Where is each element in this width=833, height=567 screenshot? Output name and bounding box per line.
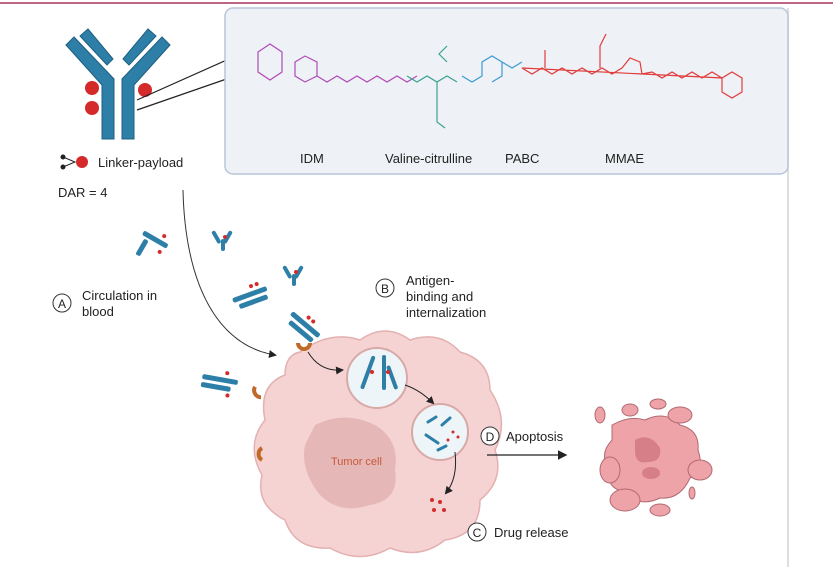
released-drug [430,498,446,512]
svg-text:binding and: binding and [406,289,473,304]
antigen-receptors [252,342,312,462]
svg-text:A: A [58,297,66,311]
label-idm: IDM [300,151,324,166]
trafficking-arrow [404,384,435,405]
svg-text:Apoptosis: Apoptosis [506,429,564,444]
step-a: A Circulation in blood [52,288,157,319]
apoptotic-cell [594,398,713,517]
nucleus [304,417,396,509]
payload-stars [85,81,152,115]
internalized-antibody [360,355,398,390]
payload-star-icon [76,156,88,168]
chemical-structure [257,33,743,129]
svg-text:C: C [473,526,482,540]
step-b: B Antigen- binding and internalization [375,273,486,320]
svg-text:blood: blood [82,304,114,319]
circulating-antibodies [136,230,320,398]
degraded-antibody-fragments [424,415,460,452]
svg-text:Circulation in: Circulation in [82,288,157,303]
circulation-arrow [182,189,277,358]
svg-text:Antigen-: Antigen- [406,273,454,288]
tumor-cell-label: Tumor cell [331,456,382,468]
svg-text:internalization: internalization [406,305,486,320]
structure-panel [224,7,789,175]
svg-text:B: B [381,282,389,296]
step-c: C Drug release [467,522,568,542]
label-mmae: MMAE [605,151,644,166]
internalization-arrow [307,351,344,375]
svg-text:D: D [486,430,495,444]
label-valine-citrulline: Valine-citrulline [385,151,472,166]
lysosome [411,403,469,461]
antibody-large [65,28,171,140]
legend-label: Linker-payload [98,155,183,170]
linker-payload-legend: Linker-payload [60,154,183,170]
label-pabc: PABC [505,151,539,166]
dar-label: DAR = 4 [58,185,108,200]
endosome [346,347,408,409]
release-arrow [444,451,457,495]
svg-text:Drug release: Drug release [494,525,568,540]
step-d: D Apoptosis [480,426,564,446]
